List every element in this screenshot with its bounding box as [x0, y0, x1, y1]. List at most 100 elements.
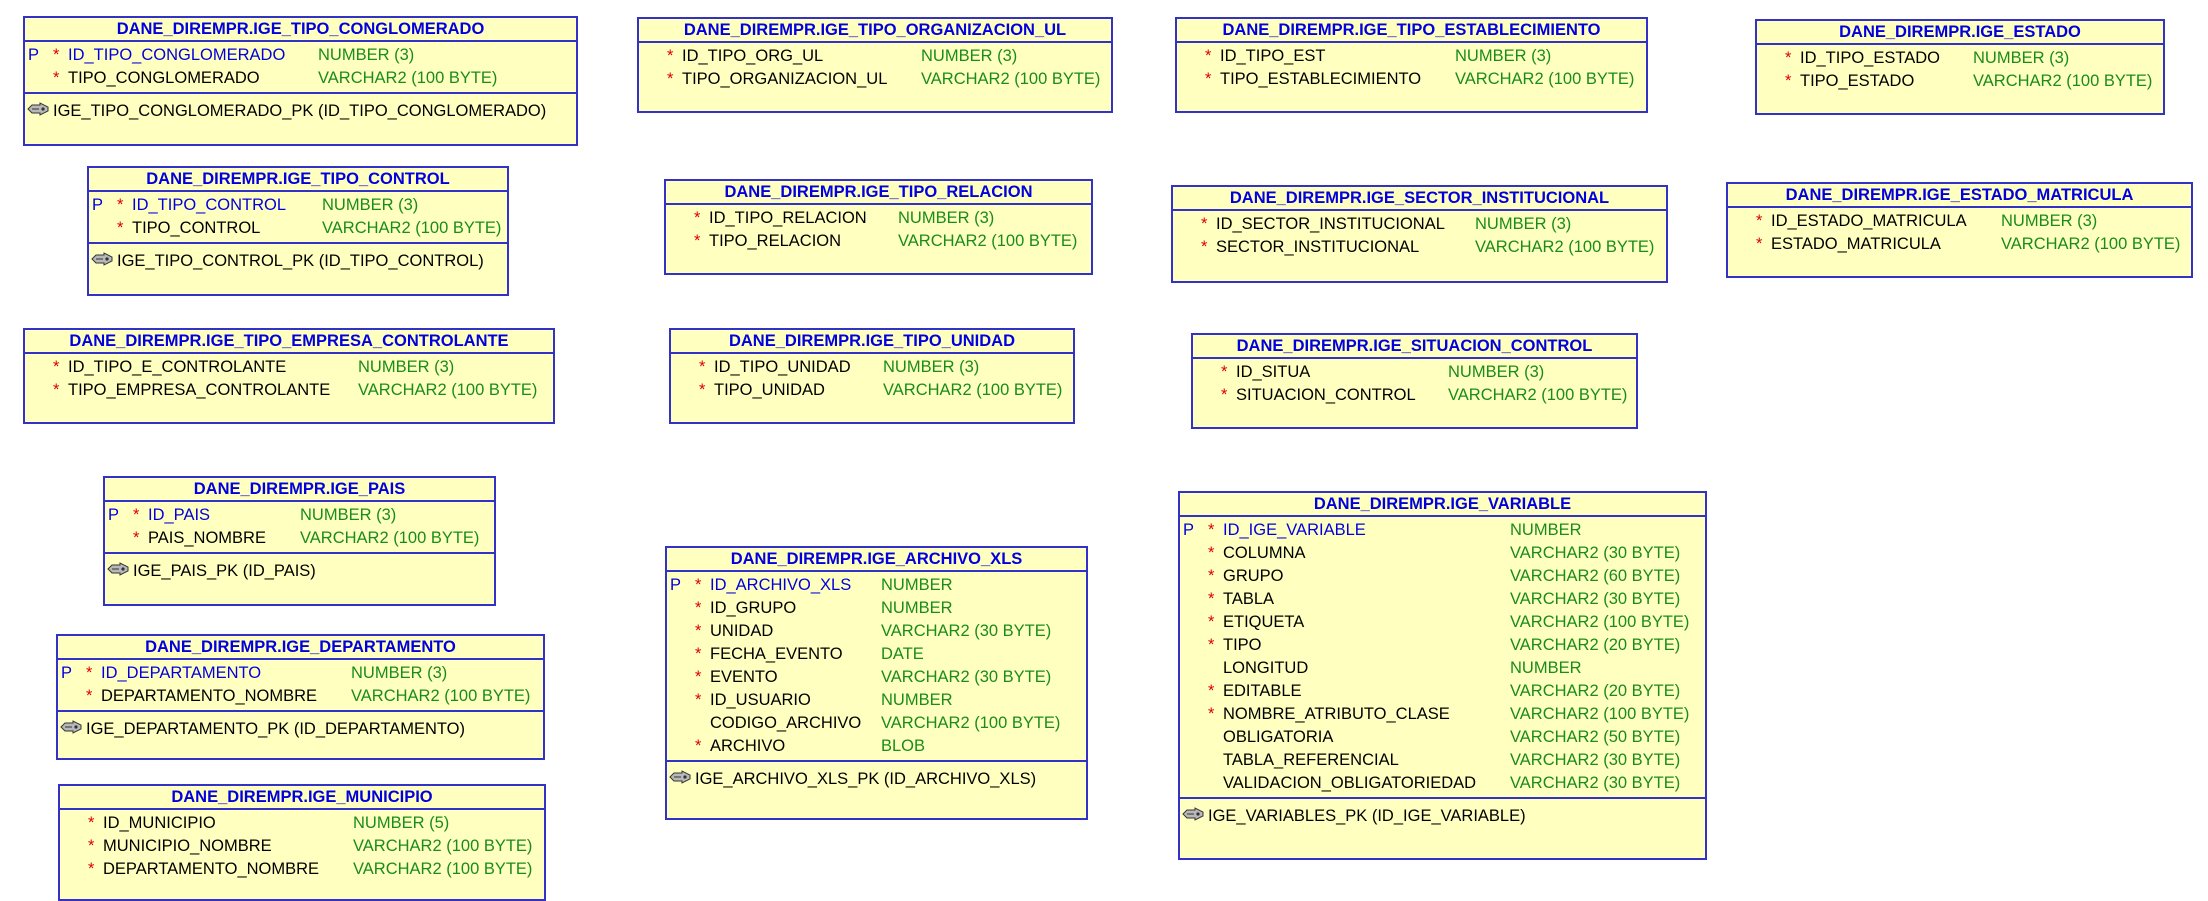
- index-label: IGE_DEPARTAMENTO_PK (ID_DEPARTAMENTO): [86, 720, 465, 739]
- mandatory-marker: *: [667, 70, 674, 88]
- mandatory-marker: *: [53, 358, 60, 376]
- primary-key-index[interactable]: IGE_TIPO_CONTROL_PK (ID_TIPO_CONTROL): [89, 242, 507, 282]
- table-tipo-establecimiento[interactable]: DANE_DIREMPR.IGE_TIPO_ESTABLECIMIENTO*ID…: [1175, 17, 1648, 113]
- table-title: DANE_DIREMPR.IGE_VARIABLE: [1180, 493, 1705, 517]
- column-row[interactable]: * EVENTO VARCHAR2 (30 BYTE): [667, 666, 1086, 689]
- primary-key-index[interactable]: IGE_VARIABLES_PK (ID_IGE_VARIABLE): [1180, 797, 1705, 837]
- column-name: TABLA_REFERENCIAL: [1223, 751, 1399, 769]
- mandatory-marker: *: [694, 232, 701, 250]
- table-tipo-organizacion-ul[interactable]: DANE_DIREMPR.IGE_TIPO_ORGANIZACION_UL*ID…: [637, 17, 1113, 113]
- column-name: ID_TIPO_ORG_UL: [682, 47, 824, 65]
- primary-key-index[interactable]: IGE_DEPARTAMENTO_PK (ID_DEPARTAMENTO): [58, 710, 543, 750]
- column-type: VARCHAR2 (30 BYTE): [881, 668, 1052, 686]
- mandatory-marker: *: [695, 668, 702, 686]
- mandatory-marker: *: [695, 622, 702, 640]
- table-tipo-relacion[interactable]: DANE_DIREMPR.IGE_TIPO_RELACION*ID_TIPO_R…: [664, 179, 1093, 275]
- primary-key-index[interactable]: IGE_ARCHIVO_XLS_PK (ID_ARCHIVO_XLS): [667, 760, 1086, 800]
- key-icon: [107, 560, 129, 583]
- column-name: EVENTO: [710, 668, 778, 686]
- column-type: VARCHAR2 (60 BYTE): [1510, 567, 1681, 585]
- mandatory-marker: *: [133, 529, 140, 547]
- column-name: ID_TIPO_RELACION: [709, 209, 867, 227]
- column-name: ID_TIPO_E_CONTROLANTE: [68, 358, 287, 376]
- column-type: VARCHAR2 (100 BYTE): [1448, 386, 1628, 404]
- mandatory-marker: *: [88, 837, 95, 855]
- column-type: VARCHAR2 (100 BYTE): [358, 381, 538, 399]
- table-sector-institucional[interactable]: DANE_DIREMPR.IGE_SECTOR_INSTITUCIONAL*ID…: [1171, 185, 1668, 283]
- column-name: UNIDAD: [710, 622, 774, 640]
- table-estado-matricula[interactable]: DANE_DIREMPR.IGE_ESTADO_MATRICULA*ID_EST…: [1726, 182, 2193, 278]
- table-situacion-control[interactable]: DANE_DIREMPR.IGE_SITUACION_CONTROL*ID_SI…: [1191, 333, 1638, 429]
- table-tipo-empresa-controlante[interactable]: DANE_DIREMPR.IGE_TIPO_EMPRESA_CONTROLANT…: [23, 328, 555, 424]
- mandatory-marker: *: [695, 691, 702, 709]
- primary-key-index[interactable]: IGE_TIPO_CONGLOMERADO_PK (ID_TIPO_CONGLO…: [25, 92, 576, 132]
- column-type: VARCHAR2 (100 BYTE): [322, 219, 502, 237]
- pk-marker: P: [1183, 521, 1195, 539]
- mandatory-marker: *: [699, 358, 706, 376]
- primary-key-index[interactable]: IGE_PAIS_PK (ID_PAIS): [105, 552, 494, 592]
- column-name: TIPO_ESTADO: [1800, 72, 1915, 90]
- table-tipo-unidad[interactable]: DANE_DIREMPR.IGE_TIPO_UNIDAD*ID_TIPO_UNI…: [669, 328, 1075, 424]
